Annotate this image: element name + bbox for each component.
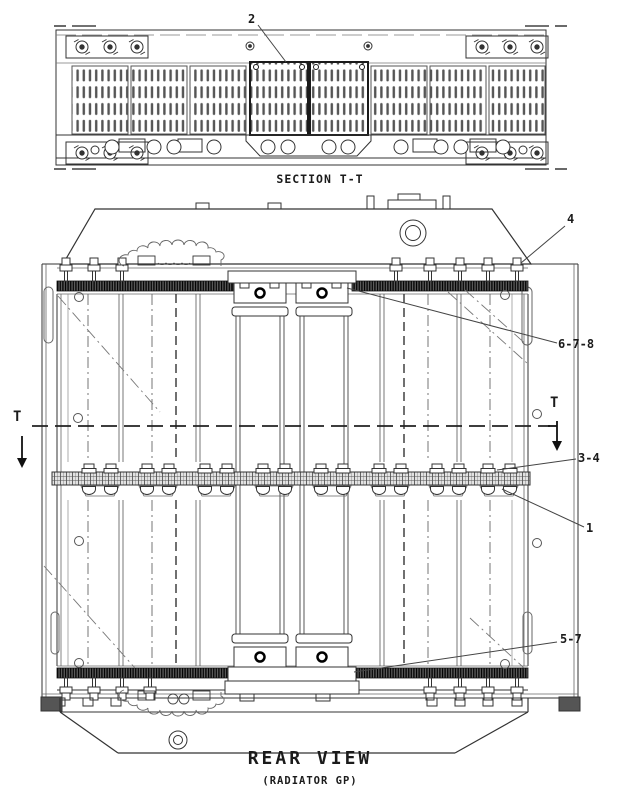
leader-callout-34 [496,458,577,471]
channel-bolt-bottom-right [316,651,328,663]
highlighted-center-panels [249,61,369,136]
fin-band-top-left [56,280,234,292]
callout-4-label[interactable]: 4 [567,212,575,226]
corner-break-marks [54,25,567,170]
detail-cloud-top [118,239,225,267]
corner-block-left [40,696,63,712]
channel-bolt-bottom-left [254,651,266,663]
frame-slot-upper-left [43,286,54,344]
callout-34-label[interactable]: 3-4 [578,451,600,465]
corner-block-right [558,696,581,712]
grille-panels [71,65,546,135]
fin-band-bottom-left [56,667,234,679]
fin-band-bottom-right [351,667,529,679]
section-marker-right: T [550,395,559,411]
mounting-plate-top-right [465,35,549,59]
fin-band-top-right [351,280,529,292]
core-frame [41,263,579,699]
diagonal-braces [43,289,529,669]
callout-678-label[interactable]: 6-7-8 [558,337,595,351]
leader-callout-2 [257,24,287,63]
rear-view [17,193,585,754]
callout-leaders [346,225,585,673]
middle-clamp-strip [51,463,531,497]
section-view-title: SECTION T-T [276,172,364,186]
drain-plug [168,730,188,750]
core-holes [73,290,542,669]
rear-view-title: REAR VIEW [247,748,373,769]
section-fastener-row [90,134,528,157]
filler-port [399,219,427,247]
section-cutting-line [17,421,562,468]
channel-header-left [233,282,287,304]
section-marker-left: T [13,409,22,425]
detail-cloud-bottom [118,689,225,717]
rear-view-subtitle: (RADIATOR GP) [262,775,358,787]
top-rail-bolts [245,41,373,51]
callout-1-label[interactable]: 1 [586,521,594,535]
callout-2-label[interactable]: 2 [248,12,256,26]
section-arrow-left [17,436,27,468]
frame-slot-lower-right [522,611,533,655]
core-centerlines [67,294,513,666]
bottom-tank [59,698,529,754]
leader-callout-57 [353,641,558,673]
leader-callout-1 [501,488,585,528]
leader-callout-678 [346,287,558,344]
top-tank [61,193,533,265]
section-view [54,24,567,170]
filler-cap [366,193,451,210]
channel-bolt-top-left [254,287,266,299]
callout-57-label[interactable]: 5-7 [560,632,582,646]
section-arrow-right [548,421,562,451]
channel-bolt-top-right [316,287,328,299]
channel-footer-left [233,646,287,668]
leader-callout-4 [520,225,566,264]
mounting-plate-top-left [65,35,149,59]
frame-slot-lower-left [50,611,60,655]
channel-header-right [295,282,349,304]
channel-footer-right [295,646,349,668]
